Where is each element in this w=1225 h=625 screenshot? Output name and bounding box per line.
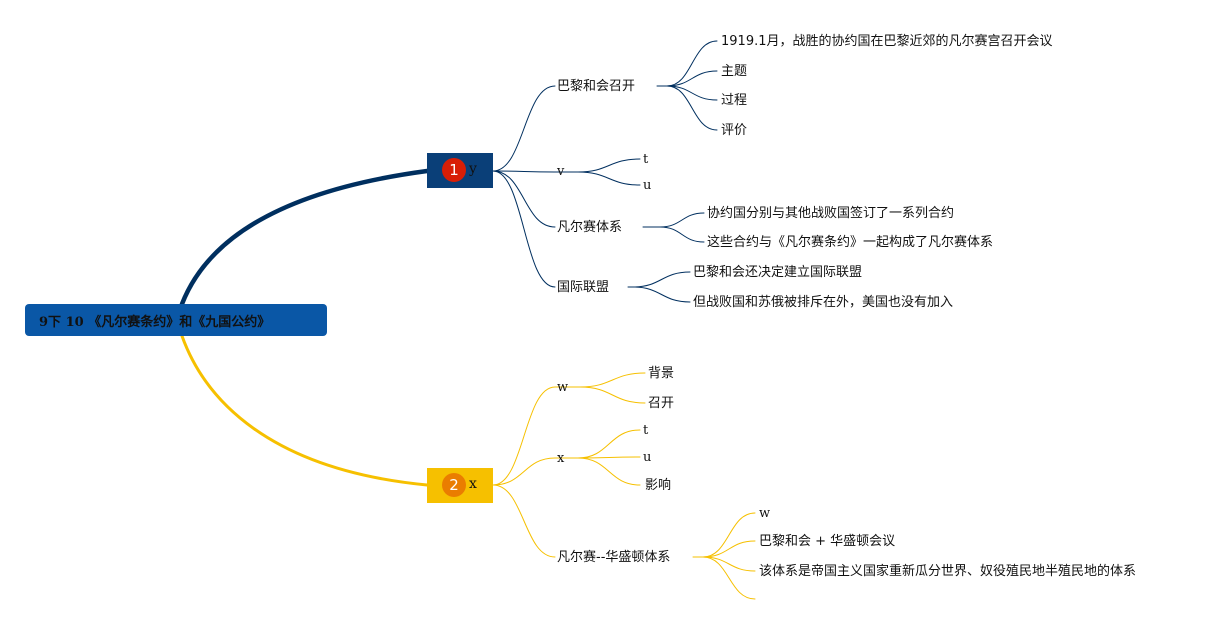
link-paris-leaf-0 <box>666 40 718 87</box>
leaf-vw-w[interactable]: w <box>759 506 771 521</box>
link-v-leaf-0 <box>577 158 641 173</box>
link-league-leaf-1 <box>632 286 691 303</box>
subtopic-paris-conference[interactable]: 巴黎和会召开 <box>557 79 636 94</box>
leaf-v-t[interactable]: t <box>643 152 649 167</box>
link-topic1-sub-2 <box>492 170 556 228</box>
leaf-v-u[interactable]: u <box>643 178 652 193</box>
leaf-versailles-system-formed[interactable]: 这些合约与《凡尔赛条约》一起构成了凡尔赛体系 <box>707 235 994 250</box>
topic-1-label: y <box>469 161 477 177</box>
subtopic-league-of-nations[interactable]: 国际联盟 <box>557 280 610 295</box>
link-versailles-leaf-0 <box>659 212 705 228</box>
leaf-paris-1919[interactable]: 1919.1月，战胜的协约国在巴黎近郊的凡尔赛宫召开会议 <box>721 34 1053 49</box>
link-vw-leaf-0 <box>702 512 756 558</box>
leaf-x-t[interactable]: t <box>643 423 649 438</box>
leaf-background[interactable]: 背景 <box>648 366 675 381</box>
subtopic-versailles-system[interactable]: 凡尔赛体系 <box>557 220 623 235</box>
link-x-leaf-0 <box>577 429 641 459</box>
link-league-leaf-0 <box>632 271 691 288</box>
subtopic-versailles-washington-system[interactable]: 凡尔赛--华盛顿体系 <box>557 550 671 565</box>
leaf-process[interactable]: 过程 <box>721 93 748 108</box>
link-topic1-sub-1 <box>492 170 556 173</box>
leaf-league-excluded[interactable]: 但战败国和苏俄被排斥在外，美国也没有加入 <box>693 295 954 310</box>
link-topic1-sub-3 <box>492 170 556 288</box>
subtopic-x[interactable]: x <box>557 451 565 466</box>
link-vw-leaf-3 <box>702 556 756 600</box>
topic-1-number-badge: 1 <box>442 158 466 182</box>
leaf-treaties-signed[interactable]: 协约国分别与其他战败国签订了一系列合约 <box>707 206 955 221</box>
leaf-league-established[interactable]: 巴黎和会还决定建立国际联盟 <box>693 265 863 280</box>
leaf-x-u[interactable]: u <box>643 450 652 465</box>
subtopic-v[interactable]: v <box>557 164 565 179</box>
leaf-imperialist-system[interactable]: 该体系是帝国主义国家重新瓜分世界、奴役殖民地半殖民地的体系 <box>759 564 1137 579</box>
link-w-leaf-0 <box>579 372 646 388</box>
branch-root-to-topic-1 <box>179 168 430 307</box>
link-vw-leaf-2 <box>702 556 756 572</box>
link-paris-leaf-3 <box>666 85 718 131</box>
link-x-leaf-1 <box>577 456 641 459</box>
topic-2-number-badge: 2 <box>442 473 466 497</box>
link-v-leaf-1 <box>577 171 641 186</box>
leaf-convening[interactable]: 召开 <box>648 396 675 411</box>
leaf-evaluation[interactable]: 评价 <box>721 123 748 138</box>
subtopic-w[interactable]: w <box>557 380 569 395</box>
link-paris-leaf-1 <box>666 70 718 87</box>
leaf-influence[interactable]: 影响 <box>645 478 672 493</box>
root-label: 9下 10 《凡尔赛条约》和《九国公约》 <box>39 314 271 330</box>
topic-2-label: x <box>469 476 477 492</box>
branch-root-to-topic-2 <box>180 334 429 487</box>
link-vw-leaf-1 <box>702 540 756 558</box>
root-node[interactable]: 9下 10 《凡尔赛条约》和《九国公约》 <box>25 304 327 336</box>
link-versailles-leaf-1 <box>659 226 705 243</box>
topic-1[interactable]: 1 y <box>427 153 493 188</box>
topic-2[interactable]: 2 x <box>427 468 493 503</box>
link-topic2-sub-2 <box>492 484 556 558</box>
link-paris-leaf-2 <box>666 85 718 101</box>
link-x-leaf-2 <box>577 457 641 486</box>
link-topic2-sub-0 <box>492 386 556 486</box>
leaf-theme[interactable]: 主题 <box>721 64 748 79</box>
link-topic2-sub-1 <box>492 457 556 486</box>
link-topic1-sub-0 <box>492 85 556 172</box>
leaf-paris-plus-washington[interactable]: 巴黎和会 + 华盛顿会议 <box>759 534 896 549</box>
link-w-leaf-1 <box>579 386 646 404</box>
